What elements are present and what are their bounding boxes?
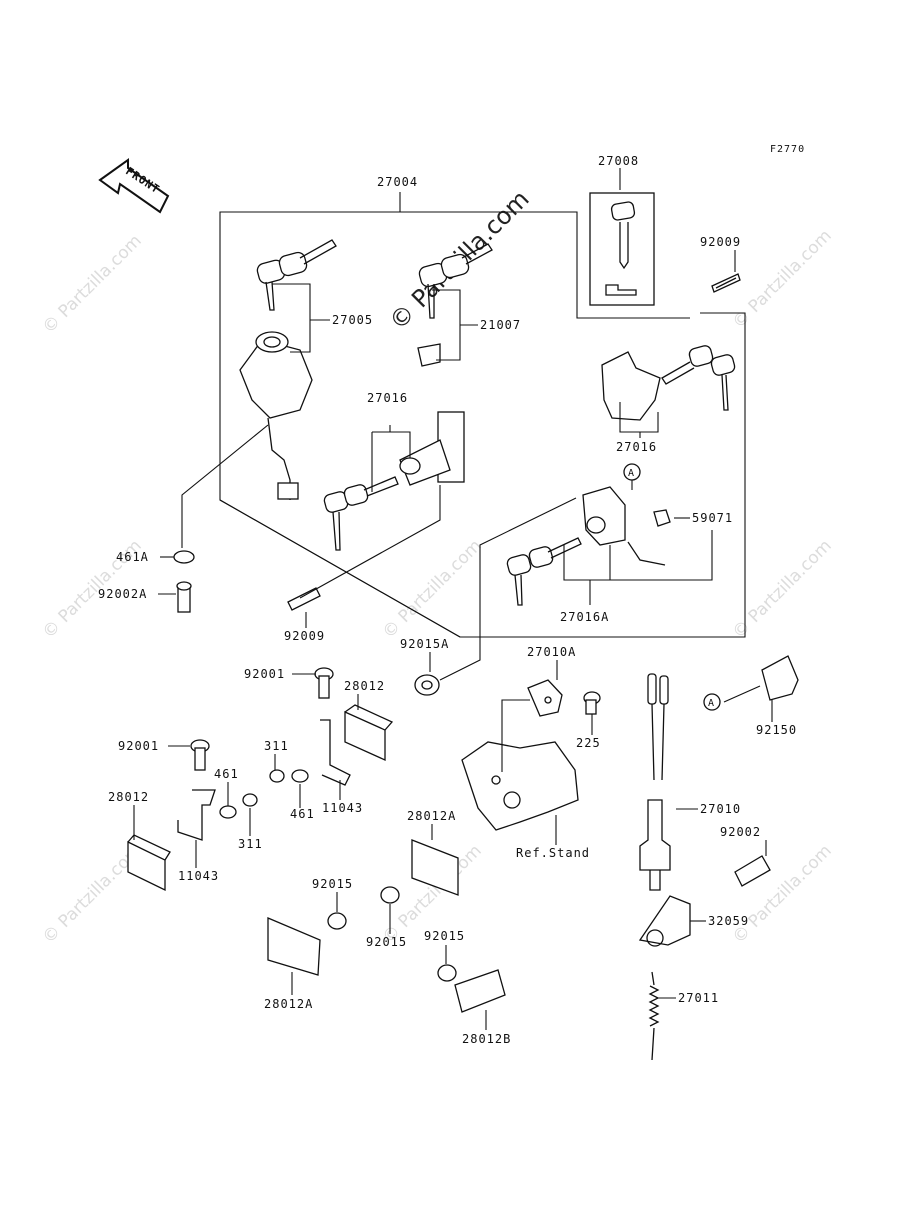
bolt-92001-left — [190, 739, 210, 771]
bolt-92002 — [734, 855, 771, 887]
bracket-11043-mid — [320, 719, 351, 786]
label-27004: 27004 — [377, 175, 418, 189]
label-11043-mid: 11043 — [322, 801, 363, 815]
reflector-28012A-left — [267, 917, 321, 976]
callout-a-lower: A — [703, 693, 721, 711]
label-ref-stand: Ref.Stand — [516, 846, 590, 860]
leader-lines — [133, 168, 773, 1030]
key-card-27008 — [589, 192, 655, 306]
label-92009-bottom: 92009 — [284, 629, 325, 643]
key-set-27005 — [256, 239, 337, 311]
nut-92015A — [414, 674, 440, 696]
label-311-mid: 311 — [264, 739, 289, 753]
label-92015-b: 92015 — [366, 935, 407, 949]
watermark: © Partzilla.com — [379, 536, 486, 643]
nut-92015-c — [437, 964, 457, 982]
washer-461-mid — [291, 769, 309, 783]
bracket-32059 — [638, 895, 691, 947]
label-92015-a: 92015 — [312, 877, 353, 891]
svg-text:A: A — [628, 468, 635, 479]
figure-code: F2770 — [770, 144, 805, 155]
bolt-92002A — [176, 581, 192, 613]
watermark-layer: © Partzilla.com © Partzilla.com © Partzi… — [39, 185, 836, 948]
watermark: © Partzilla.com — [39, 231, 146, 338]
lock-27016-right — [601, 345, 736, 421]
key-set-21007 — [417, 243, 493, 367]
reflector-28012B — [454, 969, 506, 1013]
screw-92009-top — [711, 273, 741, 293]
label-311-left: 311 — [238, 837, 263, 851]
label-27016-top: 27016 — [367, 391, 408, 405]
reflector-28012-left — [127, 834, 171, 892]
reflector-28012-mid — [344, 704, 394, 762]
lock-27016A — [506, 486, 671, 606]
label-27008: 27008 — [598, 154, 639, 168]
assembly-box — [219, 192, 746, 638]
label-27010A: 27010A — [527, 645, 576, 659]
label-92015A: 92015A — [400, 637, 449, 651]
washer-461-left — [219, 805, 237, 819]
label-28012A-left: 28012A — [264, 997, 313, 1011]
label-28012B: 28012B — [462, 1032, 511, 1046]
label-21007: 21007 — [480, 318, 521, 332]
label-92009-top: 92009 — [700, 235, 741, 249]
watermark: © Partzilla.com — [729, 841, 836, 948]
label-28012-left: 28012 — [108, 790, 149, 804]
label-27010: 27010 — [700, 802, 741, 816]
nut-311-left — [242, 793, 258, 807]
ignition-switch — [239, 331, 313, 500]
bolt-92150 — [761, 655, 799, 701]
label-92002A: 92002A — [98, 587, 147, 601]
label-27016-right: 27016 — [616, 440, 657, 454]
label-92002: 92002 — [720, 825, 761, 839]
nut-311-mid — [269, 769, 285, 783]
label-92001-left: 92001 — [118, 739, 159, 753]
label-59071: 59071 — [692, 511, 733, 525]
label-27016A: 27016A — [560, 610, 609, 624]
lock-27016-center — [323, 411, 465, 551]
label-28012-mid: 28012 — [344, 679, 385, 693]
switch-27010 — [639, 673, 671, 891]
label-32059: 32059 — [708, 914, 749, 928]
callout-a-upper: A — [623, 463, 641, 481]
label-461-mid: 461 — [290, 807, 315, 821]
nut-92015-b — [380, 886, 400, 904]
side-stand-reference — [461, 741, 579, 831]
screw-92009-bottom — [287, 587, 321, 611]
label-92001-top: 92001 — [244, 667, 285, 681]
label-461A: 461A — [116, 550, 149, 564]
nut-92015-a — [327, 912, 347, 930]
part-labels: 27004 27008 92009 27005 21007 27016 2701… — [98, 154, 797, 1046]
label-225: 225 — [576, 736, 601, 750]
label-11043-left: 11043 — [178, 869, 219, 883]
switch-bracket-27010A — [527, 679, 563, 717]
label-27005: 27005 — [332, 313, 373, 327]
bracket-11043-left — [177, 789, 216, 841]
spring-27011 — [648, 971, 660, 1061]
label-92015-c: 92015 — [424, 929, 465, 943]
svg-text:A: A — [708, 698, 715, 709]
reflector-28012A-mid — [411, 839, 459, 896]
washer-461A — [173, 550, 195, 564]
label-92150: 92150 — [756, 723, 797, 737]
front-arrow-icon: FRONT — [98, 158, 170, 214]
label-28012A-mid: 28012A — [407, 809, 456, 823]
bolt-92001-mid — [314, 667, 334, 699]
bolt-225 — [583, 691, 601, 715]
label-461-left: 461 — [214, 767, 239, 781]
label-27011: 27011 — [678, 991, 719, 1005]
